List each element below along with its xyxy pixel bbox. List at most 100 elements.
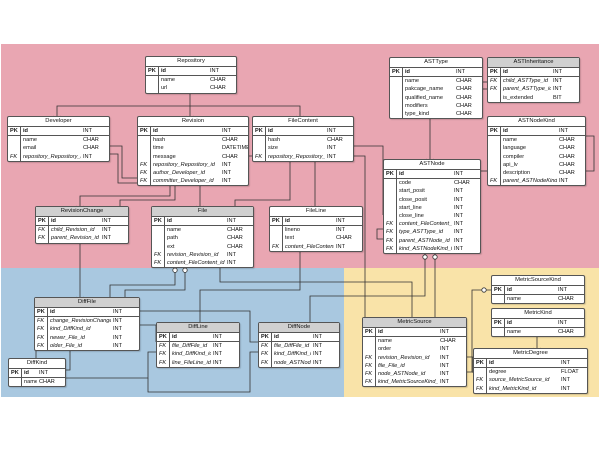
key-marker [488, 93, 501, 102]
key-marker [363, 345, 376, 354]
column-name: hash [268, 137, 281, 144]
key-marker [270, 226, 283, 235]
column-type: INT [83, 128, 93, 134]
key-marker [474, 368, 487, 377]
key-marker [253, 144, 266, 153]
column-type: INT [454, 229, 464, 236]
key-marker: FK [474, 376, 487, 385]
column-name: degree [489, 369, 507, 376]
key-marker: FK [253, 152, 266, 161]
key-marker: PK [492, 319, 505, 328]
column-type: INT [561, 385, 571, 392]
column-name: name [405, 78, 419, 85]
relationship-line [138, 310, 258, 343]
column-type: INT [227, 251, 237, 258]
column-type: INT [227, 218, 237, 224]
entity-title: ASTNodeKind [488, 117, 585, 127]
column-name: is_extended [503, 94, 534, 101]
column-type: INT [454, 245, 464, 252]
column-name: kind_DiffKind_id [50, 326, 91, 333]
column-name: url [161, 85, 168, 92]
column-type: CHAR [559, 145, 575, 152]
column-name: revision_Revision_id [167, 251, 219, 258]
key-marker [138, 152, 151, 161]
key-marker: PK [488, 127, 501, 136]
column-name: pakcage_name [405, 86, 444, 93]
column-name: parent_ASTNodeKind_id [503, 178, 557, 185]
key-marker [390, 85, 403, 94]
relationship-line [64, 351, 156, 379]
key-marker: FK [363, 353, 376, 362]
entity-column-row: hash CHAR [253, 136, 353, 145]
relationship-line [199, 250, 301, 322]
column-name: revision_Revision_id [378, 354, 430, 361]
column-type: CHAR [327, 137, 343, 144]
key-marker: FK [36, 234, 49, 243]
column-type: INT [336, 218, 346, 224]
column-name: time [153, 145, 164, 152]
column-type: INT [210, 68, 220, 74]
key-marker: FK [384, 220, 397, 229]
column-name: description [503, 169, 531, 176]
key-marker [152, 242, 165, 251]
column-type: CHAR [456, 94, 472, 101]
key-marker [390, 101, 403, 110]
column-type: INT [558, 287, 568, 293]
key-marker: FK [35, 317, 48, 326]
column-type: INT [440, 362, 450, 369]
key-marker: PK [157, 333, 170, 342]
key-marker: FK [35, 333, 48, 342]
key-marker: FK [138, 160, 151, 169]
entity-title: Repository [146, 57, 236, 67]
key-marker: FK [488, 77, 501, 86]
column-name: id [503, 128, 508, 134]
column-name: type_kind [405, 110, 429, 117]
column-type: CHAR [456, 78, 472, 85]
key-marker [390, 93, 403, 102]
relationship-line [584, 135, 595, 172]
entity-difffile[interactable]: DiffFilePKidINTFKchange_RevisionChange_i… [34, 297, 140, 351]
column-type: INT [561, 377, 571, 384]
key-marker [492, 295, 505, 304]
key-marker [492, 328, 505, 337]
